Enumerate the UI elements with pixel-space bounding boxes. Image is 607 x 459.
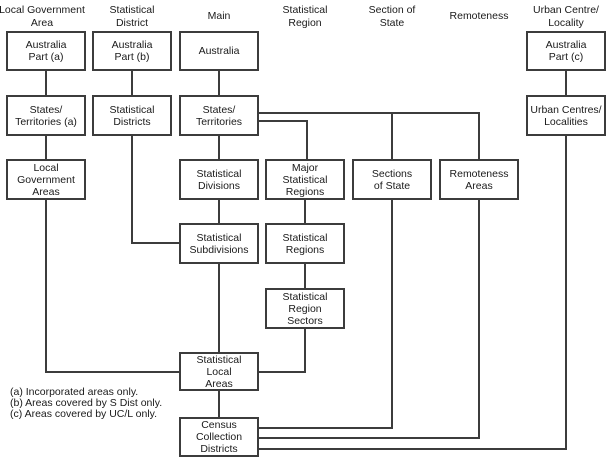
connector-line	[258, 371, 306, 373]
connector-line	[391, 200, 393, 429]
connector-line	[258, 427, 393, 429]
connector-line	[304, 328, 306, 373]
connector-line	[131, 71, 133, 95]
connector-line	[306, 121, 308, 159]
connector-line	[131, 136, 133, 244]
flow-box-statistical-local-areas: Statistical Local Areas	[179, 352, 259, 391]
connector-line	[258, 437, 480, 439]
flow-box-statistical-districts: Statistical Districts	[92, 95, 172, 136]
flow-box-urban-centres-localities: Urban Centres/ Localities	[526, 95, 606, 136]
column-header-section-of-state: Section of State	[368, 4, 416, 29]
column-header-remoteness: Remoteness	[449, 10, 509, 23]
connector-line	[259, 120, 308, 122]
column-header-statistical-district: Statistical District	[109, 4, 155, 29]
connector-line	[259, 112, 480, 114]
connector-line	[304, 200, 306, 223]
connector-line	[45, 136, 47, 159]
footnotes: (a) Incorporated areas only. (b) Areas c…	[10, 387, 162, 420]
connector-line	[218, 71, 220, 95]
flow-box-australia-part-b: Australia Part (b)	[92, 31, 172, 71]
connector-line	[391, 113, 393, 159]
connector-line	[132, 242, 179, 244]
flow-box-local-government-areas: Local Government Areas	[6, 159, 86, 200]
flow-box-statistical-divisions: Statistical Divisions	[179, 159, 259, 200]
connector-line	[45, 200, 47, 373]
connector-line	[478, 113, 480, 159]
flow-box-statistical-regions: Statistical Regions	[265, 223, 345, 264]
flow-box-statistical-subdivisions: Statistical Subdivisions	[179, 223, 259, 264]
connector-line	[218, 390, 220, 417]
flow-box-states-territories-a: States/ Territories (a)	[6, 95, 86, 136]
flow-box-states-territories: States/ Territories	[179, 95, 259, 136]
flow-box-australia-part-c: Australia Part (c)	[526, 31, 606, 71]
connector-line	[565, 136, 567, 450]
column-header-urban-centre-locality: Urban Centre/ Locality	[533, 4, 599, 29]
footnote-c: (c) Areas covered by UC/L only.	[10, 408, 158, 420]
flow-box-census-collection-districts: Census Collection Districts	[179, 417, 259, 457]
connector-line	[218, 264, 220, 352]
flow-box-australia-part-a: Australia Part (a)	[6, 31, 86, 71]
connector-line	[45, 71, 47, 95]
column-header-statistical-region: Statistical Region	[282, 4, 328, 29]
flow-box-statistical-region-sectors: Statistical Region Sectors	[265, 288, 345, 329]
footnote-b: (b) Areas covered by S Dist only.	[10, 397, 163, 409]
connector-line	[218, 200, 220, 223]
connector-line	[45, 371, 179, 373]
column-header-main: Main	[207, 10, 231, 23]
column-header-local-government-area: Local Government Area	[0, 4, 85, 29]
flow-box-sections-of-state: Sections of State	[352, 159, 432, 200]
connector-line	[565, 71, 567, 95]
connector-line	[304, 264, 306, 288]
connector-line	[478, 200, 480, 439]
flow-box-major-statistical-regions: Major Statistical Regions	[265, 159, 345, 200]
flow-box-australia: Australia	[179, 31, 259, 71]
flow-box-remoteness-areas: Remoteness Areas	[439, 159, 519, 200]
connector-line	[258, 448, 567, 450]
footnote-a: (a) Incorporated areas only.	[10, 386, 139, 398]
connector-line	[218, 136, 220, 159]
